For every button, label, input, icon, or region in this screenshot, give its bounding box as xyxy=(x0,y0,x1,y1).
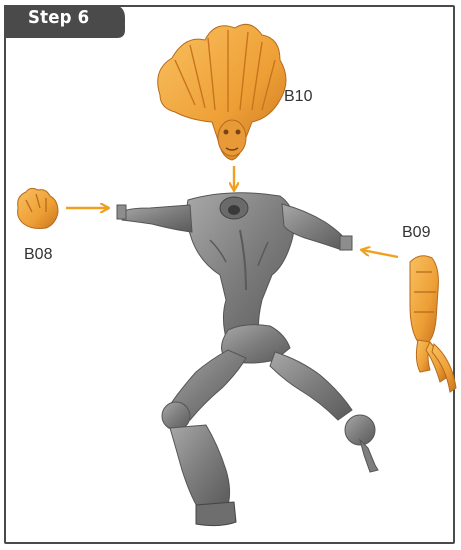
part-label-b10: B10 xyxy=(284,88,312,106)
part-label-b08: B08 xyxy=(24,246,52,264)
arrow-icon xyxy=(362,250,398,257)
model-body xyxy=(117,193,378,526)
part-arm-b09 xyxy=(410,256,456,392)
part-head-b10 xyxy=(158,24,286,160)
part-label-b09: B09 xyxy=(402,224,430,242)
part-hand-b08 xyxy=(18,188,58,228)
